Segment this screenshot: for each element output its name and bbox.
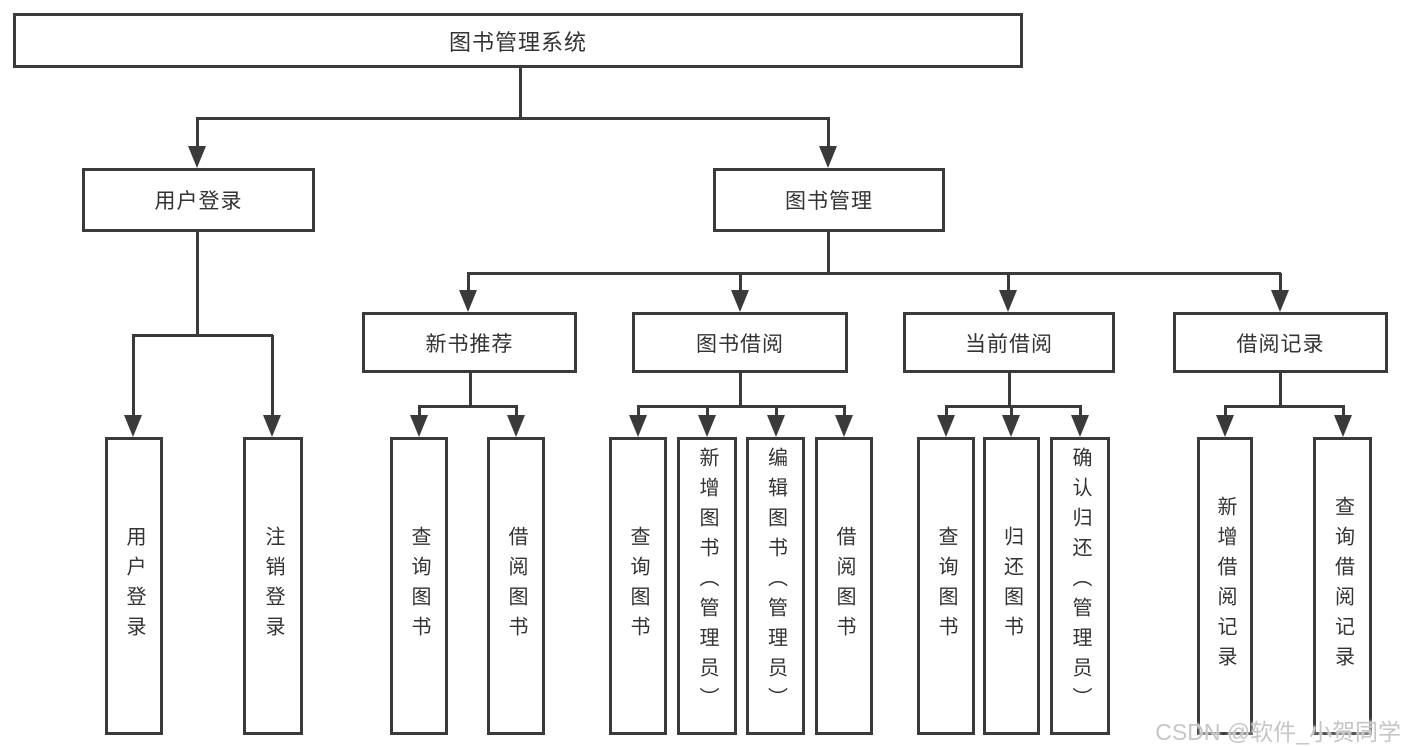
connector-line <box>1224 406 1227 415</box>
arrowhead-icon <box>263 415 281 437</box>
connector-line <box>196 117 830 120</box>
arrowhead-icon <box>629 415 647 437</box>
connector-line <box>196 232 199 335</box>
connector-line <box>1224 405 1345 408</box>
connector-line <box>418 406 421 415</box>
connector-line <box>739 273 742 290</box>
connector-line <box>515 406 518 415</box>
connector-line <box>1008 373 1011 407</box>
leaf-logout: 注销登录 <box>243 437 303 735</box>
arrowhead-icon <box>1216 415 1234 437</box>
connector-line <box>637 406 640 415</box>
connector-line <box>945 406 948 415</box>
leaf-query-books-borrowing: 查询图书 <box>609 437 667 735</box>
arrowhead-icon <box>698 415 716 437</box>
arrowhead-icon <box>1271 290 1289 312</box>
connector-line <box>467 272 1281 275</box>
connector-line <box>945 405 1082 408</box>
arrowhead-icon <box>819 146 837 168</box>
arrowhead-icon <box>188 146 206 168</box>
arrowhead-icon <box>1071 415 1089 437</box>
arrowhead-icon <box>937 415 955 437</box>
leaf-user-login: 用户登录 <box>105 437 163 735</box>
connector-line <box>1010 406 1013 415</box>
connector-line <box>1007 273 1010 290</box>
connector-line <box>271 335 274 415</box>
arrowhead-icon <box>124 415 142 437</box>
node-borrowing-records: 借阅记录 <box>1173 312 1388 373</box>
connector-line <box>132 335 135 415</box>
connector-line <box>637 405 846 408</box>
connector-line <box>418 405 518 408</box>
arrowhead-icon <box>835 415 853 437</box>
node-current-borrowing: 当前借阅 <box>903 312 1115 373</box>
leaf-query-books-current: 查询图书 <box>917 437 975 735</box>
leaf-query-borrow-record: 查询借阅记录 <box>1313 437 1372 735</box>
arrowhead-icon <box>459 290 477 312</box>
node-new-book-recommendation: 新书推荐 <box>362 312 577 373</box>
arrowhead-icon <box>767 415 785 437</box>
leaf-add-book-admin: 新增图书（管理员） <box>677 437 737 735</box>
leaf-return-books: 归还图书 <box>983 437 1040 735</box>
arrowhead-icon <box>410 415 428 437</box>
leaf-borrow-books-borrowing: 借阅图书 <box>815 437 873 735</box>
connector-line <box>132 334 273 337</box>
connector-line <box>739 373 742 407</box>
connector-line <box>827 232 830 273</box>
connector-line <box>775 406 778 415</box>
connector-line <box>519 68 522 118</box>
connector-line <box>843 406 846 415</box>
arrowhead-icon <box>507 415 525 437</box>
connector-line <box>196 118 199 146</box>
connector-line <box>1342 406 1345 415</box>
node-library-management-system: 图书管理系统 <box>13 13 1023 68</box>
connector-line <box>467 273 470 290</box>
connector-line <box>1279 373 1282 407</box>
leaf-edit-book-admin: 编辑图书（管理员） <box>746 437 805 735</box>
connector-line <box>827 118 830 146</box>
connector-line <box>1279 273 1282 290</box>
node-user-login: 用户登录 <box>82 168 315 232</box>
leaf-confirm-return-admin: 确认归还（管理员） <box>1050 437 1110 735</box>
node-book-management: 图书管理 <box>713 168 945 232</box>
leaf-query-books-recommendation: 查询图书 <box>390 437 448 735</box>
connector-line <box>469 373 472 407</box>
arrowhead-icon <box>1334 415 1352 437</box>
arrowhead-icon <box>1002 415 1020 437</box>
leaf-borrow-books-recommendation: 借阅图书 <box>487 437 545 735</box>
watermark: CSDN @软件_小贺同学 <box>1155 719 1401 745</box>
connector-line <box>1079 406 1082 415</box>
arrowhead-icon <box>999 290 1017 312</box>
arrowhead-icon <box>731 290 749 312</box>
leaf-add-borrow-record: 新增借阅记录 <box>1197 437 1253 735</box>
connector-line <box>706 406 709 415</box>
node-book-borrowing: 图书借阅 <box>632 312 848 373</box>
